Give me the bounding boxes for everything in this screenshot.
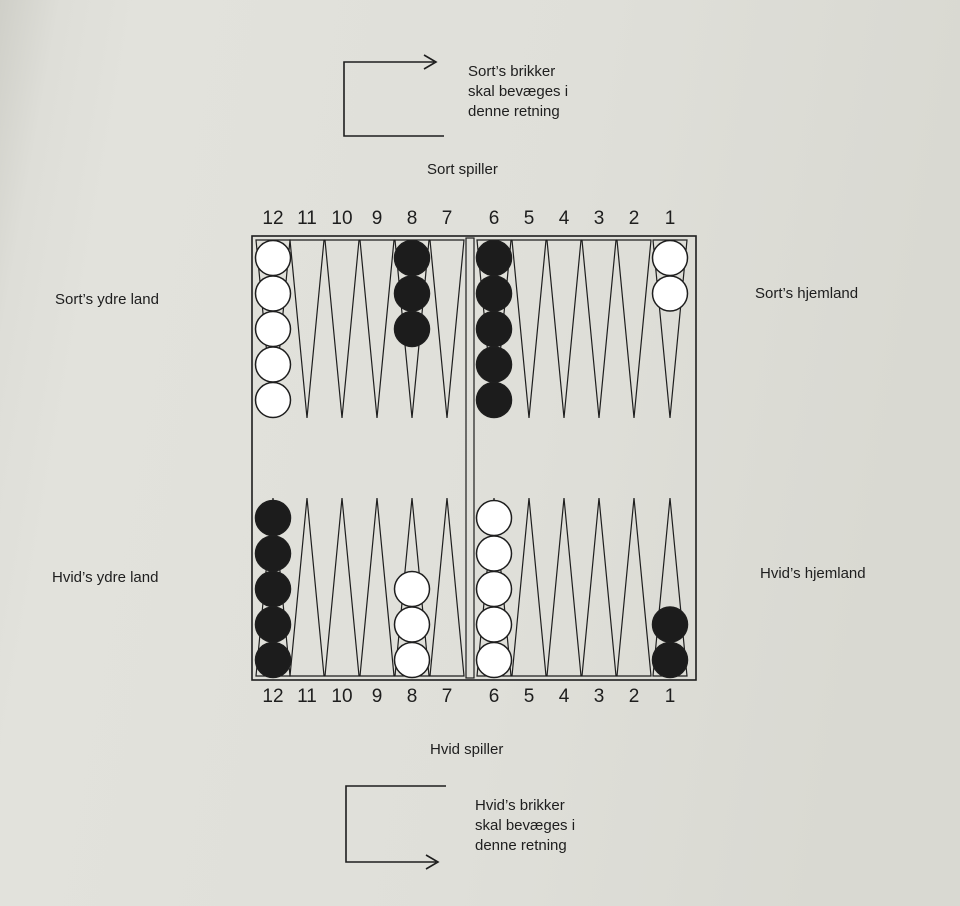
top-point-number-7: 7 [441, 208, 453, 229]
top-checker-black-point-8 [393, 239, 431, 277]
top-checker-white-point-12 [254, 310, 292, 348]
white-outer-board-label: Hvid’s ydre land [52, 569, 159, 586]
top-checker-black-point-6 [475, 239, 513, 277]
top-point-number-8: 8 [406, 208, 418, 229]
bottom-checker-black-point-12 [254, 641, 292, 679]
black-direction-line-1: Sort’s brikker [468, 63, 556, 80]
top-point-number-4: 4 [558, 208, 570, 229]
bottom-point-number-4: 4 [558, 686, 570, 707]
top-point-number-10: 10 [331, 208, 353, 229]
black-direction-line-3: denne retning [468, 103, 560, 120]
bottom-point-11 [289, 497, 325, 677]
top-point-11 [289, 239, 325, 419]
bottom-checker-white-point-6 [475, 535, 513, 572]
black-direction-line-2: skal bevæges i [468, 83, 569, 100]
top-checker-black-point-6 [475, 310, 513, 348]
bottom-point-9 [359, 497, 395, 677]
bottom-checker-white-point-8 [393, 606, 431, 643]
bottom-point-number-3: 3 [593, 686, 605, 707]
top-point-number-12: 12 [262, 208, 284, 229]
bottom-point-number-8: 8 [406, 686, 418, 707]
bottom-point-number-7: 7 [441, 686, 453, 707]
top-point-number-6: 6 [488, 208, 500, 229]
top-point-number-11: 11 [297, 208, 317, 229]
top-checker-white-point-12 [254, 381, 292, 419]
black-player-label: Sort spiller [427, 161, 498, 178]
bottom-checker-black-point-1 [651, 606, 689, 643]
black-home-board-label: Sort’s hjemland [755, 285, 859, 302]
bottom-checker-black-point-12 [254, 606, 292, 643]
black-direction-text: Sort’s brikker skal bevæges i denne retn… [468, 62, 568, 122]
bottom-point-10 [324, 497, 360, 677]
white-direction-text: Hvid’s brikker skal bevæges i denne retn… [475, 796, 575, 856]
bottom-point-number-5: 5 [523, 686, 535, 707]
bottom-point-number-12: 12 [262, 686, 284, 707]
top-point-3 [581, 239, 617, 419]
bottom-point-5 [511, 497, 547, 677]
white-direction-line-1: Hvid’s brikker [475, 797, 565, 814]
top-point-9 [359, 239, 395, 419]
bottom-checker-white-point-6 [475, 570, 513, 608]
board-bar [465, 237, 475, 679]
white-home-board-label: Hvid’s hjemland [760, 565, 866, 582]
top-checker-white-point-12 [254, 275, 292, 312]
white-direction-line-3: denne retning [475, 837, 567, 854]
top-point-2 [616, 239, 652, 419]
top-point-number-2: 2 [628, 208, 640, 229]
bottom-checker-black-point-12 [254, 535, 292, 572]
bottom-point-number-6: 6 [488, 686, 500, 707]
bottom-checker-white-point-6 [475, 499, 513, 537]
bottom-checker-white-point-8 [393, 641, 431, 679]
top-checker-white-point-1 [651, 275, 689, 312]
top-point-5 [511, 239, 547, 419]
top-checker-white-point-12 [254, 346, 292, 383]
bottom-point-7 [429, 497, 465, 677]
bottom-checker-black-point-12 [254, 499, 292, 537]
top-point-7 [429, 239, 465, 419]
top-point-number-1: 1 [664, 208, 676, 229]
top-checker-black-point-6 [475, 346, 513, 383]
bottom-checker-white-point-6 [475, 641, 513, 679]
top-checker-black-point-8 [393, 275, 431, 312]
bottom-point-3 [581, 497, 617, 677]
top-checker-black-point-8 [393, 310, 431, 348]
bottom-checker-white-point-8 [393, 570, 431, 608]
white-player-label: Hvid spiller [430, 741, 504, 758]
bottom-point-number-11: 11 [297, 686, 317, 707]
white-direction-arrow [345, 785, 446, 870]
bottom-checker-black-point-1 [651, 641, 689, 679]
top-checker-black-point-6 [475, 381, 513, 419]
bottom-checker-white-point-6 [475, 606, 513, 643]
top-point-number-5: 5 [523, 208, 535, 229]
black-outer-board-label: Sort’s ydre land [55, 291, 159, 308]
black-direction-arrow [343, 54, 444, 137]
top-point-number-9: 9 [371, 208, 383, 229]
bottom-point-4 [546, 497, 582, 677]
top-checker-black-point-6 [475, 275, 513, 312]
bottom-checker-black-point-12 [254, 570, 292, 608]
bottom-point-number-1: 1 [664, 686, 676, 707]
bottom-point-number-10: 10 [331, 686, 353, 707]
top-checker-white-point-1 [651, 239, 689, 277]
top-point-10 [324, 239, 360, 419]
bottom-point-number-9: 9 [371, 686, 383, 707]
top-checker-white-point-12 [254, 239, 292, 277]
bottom-point-2 [616, 497, 652, 677]
top-point-number-3: 3 [593, 208, 605, 229]
bottom-point-number-2: 2 [628, 686, 640, 707]
top-point-4 [546, 239, 582, 419]
board-frame [251, 235, 697, 681]
white-direction-line-2: skal bevæges i [475, 817, 576, 834]
